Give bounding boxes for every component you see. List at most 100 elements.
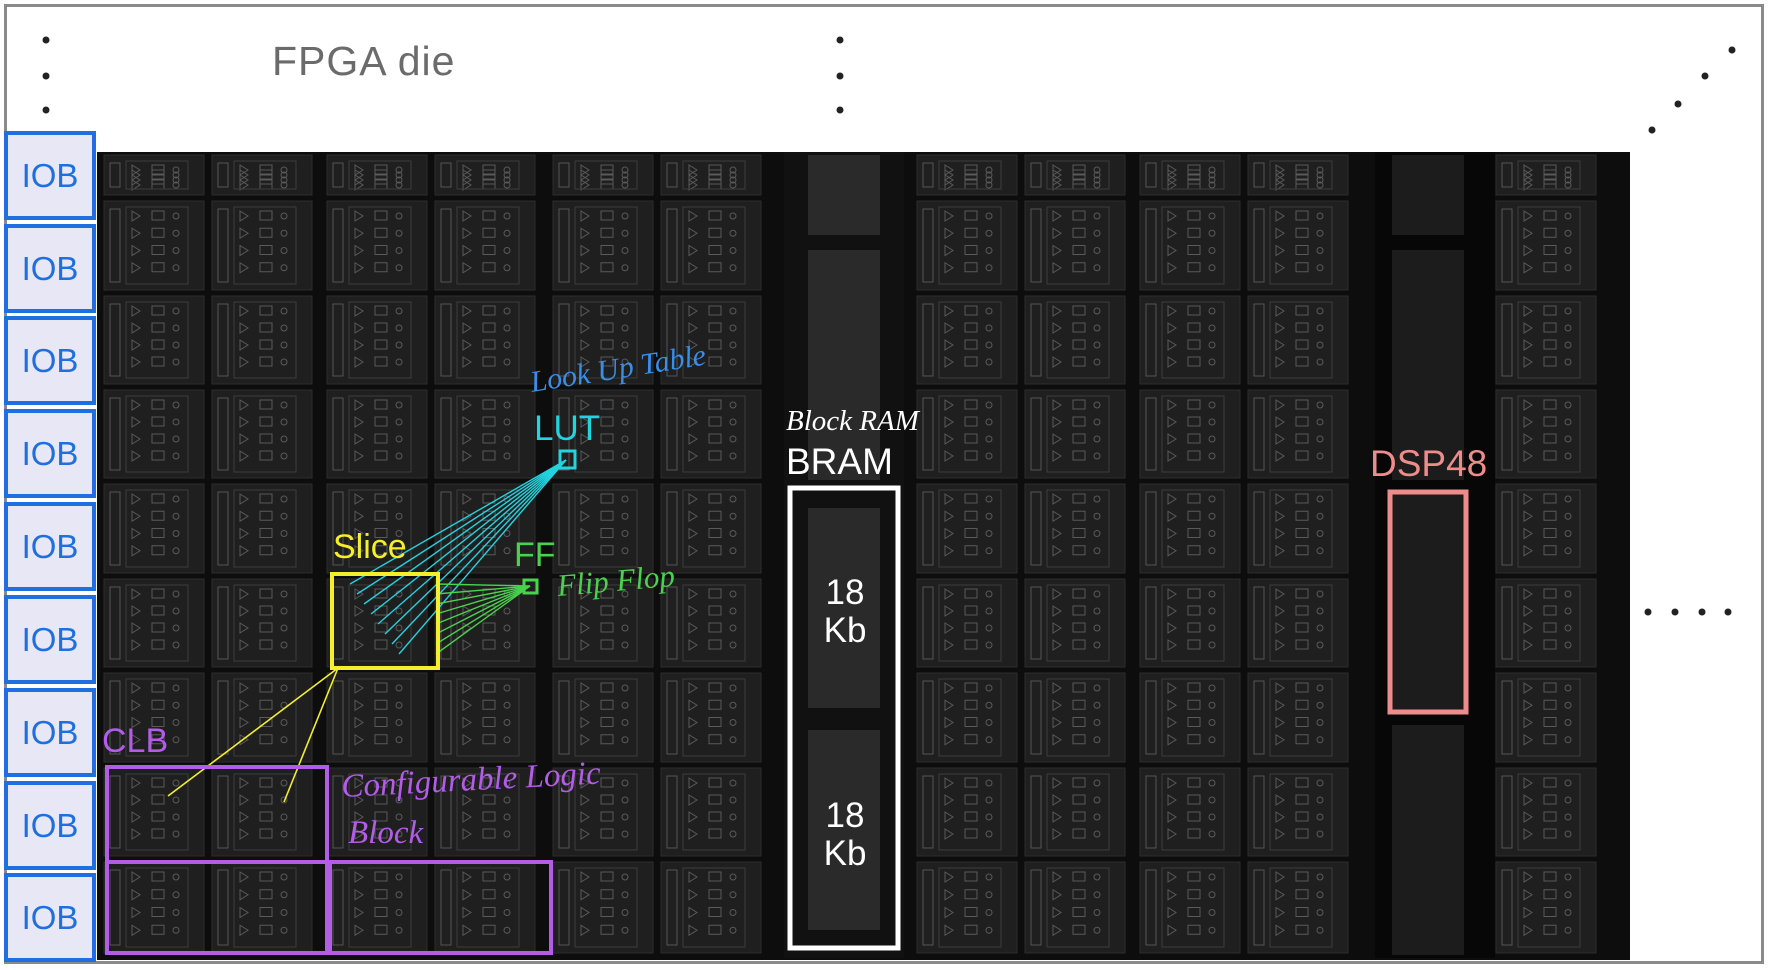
slice-tile [1024, 389, 1126, 479]
slice-tile [552, 154, 654, 196]
slice-tile [916, 154, 1018, 196]
slice-tile [1495, 389, 1597, 479]
slice-tile [916, 483, 1018, 574]
slice-tile [211, 295, 313, 385]
iob-block: IOB [4, 131, 96, 220]
iob-block: IOB [4, 409, 96, 498]
slice-tile [916, 295, 1018, 385]
slice-tile [660, 578, 762, 668]
bram-18kb-block [808, 508, 880, 708]
slice-tile [434, 861, 536, 954]
iob-block: IOB [4, 224, 96, 313]
ff-highlight [522, 578, 539, 595]
slice-tile [1495, 578, 1597, 668]
dot [836, 72, 844, 80]
slice-label: Slice [333, 528, 407, 566]
slice-tile [1495, 154, 1597, 196]
slice-tile [1139, 389, 1241, 479]
bram-block-2-kb-unit: Kb [824, 834, 867, 873]
slice-tile [552, 672, 654, 763]
slice-tile [434, 295, 536, 385]
slice-tile [1024, 483, 1126, 574]
lut-connector [363, 459, 567, 605]
ff-label: FF [514, 536, 556, 574]
bram-block-2-kb-value: 18 [826, 796, 865, 835]
dot [1698, 608, 1706, 616]
ff-connector [435, 585, 531, 615]
fpga-die-label: FPGA die [272, 38, 456, 84]
slice-tile [552, 578, 654, 668]
slice-tile [660, 861, 762, 954]
slice-tile [326, 672, 428, 763]
bram-block-1-kb-value: 18 [826, 573, 865, 612]
slice-tile [1139, 295, 1241, 385]
slice-tile [211, 389, 313, 479]
lut-connector [370, 459, 567, 615]
slice-tile [434, 672, 536, 763]
lut-connector [384, 459, 567, 635]
clb-note-line2: Block [348, 815, 424, 851]
slice-tile [660, 483, 762, 574]
dot [836, 36, 844, 44]
iob-block: IOB [4, 781, 96, 870]
lut-highlight [558, 449, 577, 470]
slice-tile [916, 861, 1018, 954]
iob-block: IOB [4, 873, 96, 962]
slice-tile [1139, 672, 1241, 763]
slice-tile [326, 861, 428, 954]
ff-connector [435, 583, 531, 587]
lut-connector [349, 459, 567, 585]
dot [42, 72, 50, 80]
iob-block: IOB [4, 595, 96, 684]
slice-tile [1495, 672, 1597, 763]
dot [1728, 46, 1736, 54]
slice-tile [1024, 154, 1126, 196]
bram-cell [808, 250, 880, 480]
slice-tile [1024, 861, 1126, 954]
slice-tile [1247, 861, 1349, 954]
dot [42, 106, 50, 114]
lut-connector [356, 459, 567, 595]
slice-tile [1247, 200, 1349, 291]
dot [1724, 608, 1732, 616]
slice-tile [552, 767, 654, 857]
ff-connector [435, 585, 531, 625]
slice-tile [103, 861, 205, 954]
slice-tile [434, 389, 536, 479]
ff-connector [435, 585, 531, 595]
connector-lines [167, 459, 567, 803]
slice-tile [552, 483, 654, 574]
slice-tile [326, 767, 428, 857]
slice-tile [1139, 483, 1241, 574]
slice-tile [211, 767, 313, 857]
slice-tile [1495, 483, 1597, 574]
slice-tile [1024, 578, 1126, 668]
slice-tile [552, 861, 654, 954]
slice-tile [103, 200, 205, 291]
slice-tile [660, 672, 762, 763]
slice-tile [434, 483, 536, 574]
dot [42, 36, 50, 44]
slice-tile [103, 672, 205, 763]
bram-column [784, 152, 904, 958]
iob-block: IOB [4, 688, 96, 777]
slice-tile [326, 200, 428, 291]
slice-tile [1247, 767, 1349, 857]
dot [1671, 608, 1679, 616]
slice-to-clb-connector [283, 667, 339, 803]
slice-tile [434, 200, 536, 291]
slice-tile [211, 578, 313, 668]
slice-tile [434, 767, 536, 857]
slice-tile [1495, 861, 1597, 954]
clb-highlight [328, 860, 553, 955]
slice-tile [916, 389, 1018, 479]
ff-connector [435, 585, 531, 655]
dsp-label: DSP48 [1370, 443, 1487, 484]
slice-tile [552, 295, 654, 385]
ff-connector [435, 585, 531, 645]
slice-tile [326, 295, 428, 385]
slice-tile [660, 295, 762, 385]
slice-tile [103, 154, 205, 196]
clb-tile-grid [103, 154, 1597, 954]
